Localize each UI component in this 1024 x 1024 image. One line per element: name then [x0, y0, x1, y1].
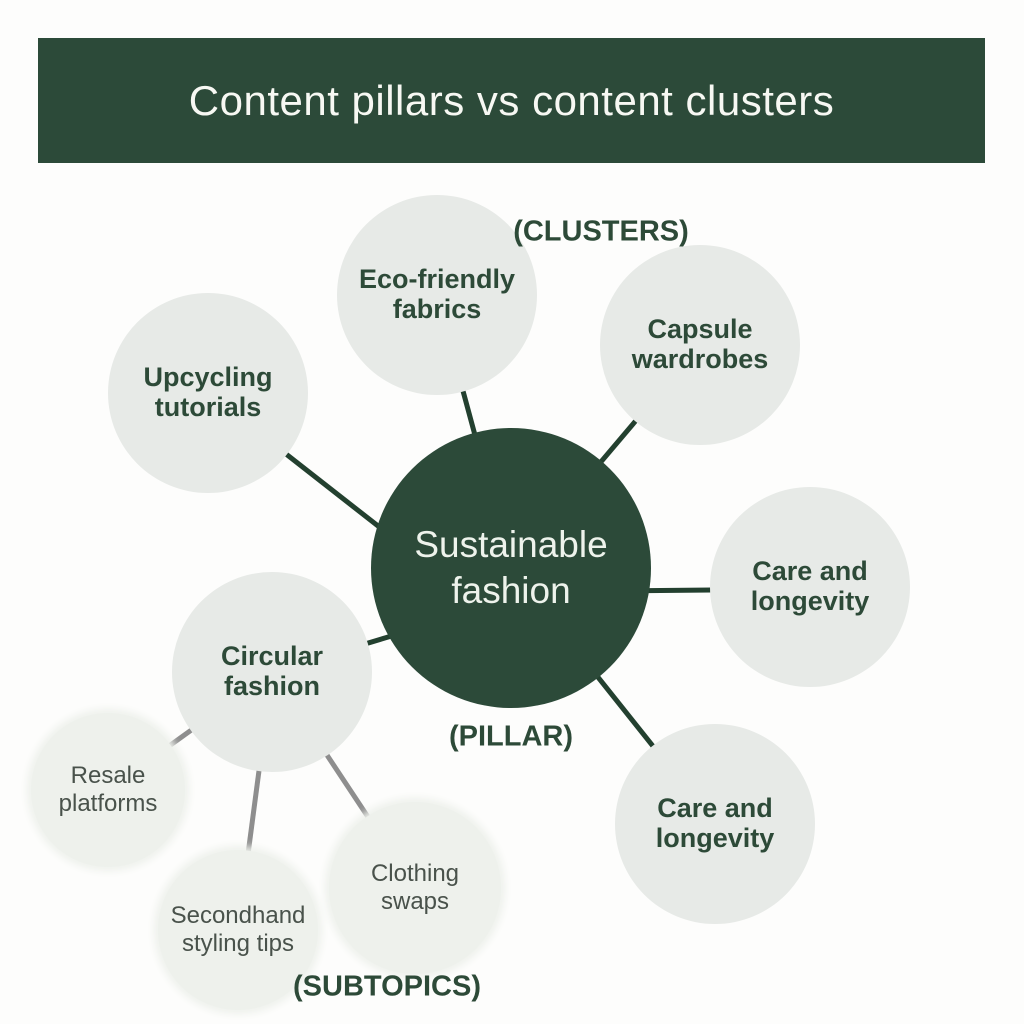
cluster-node-label: Eco-friendly fabrics — [358, 264, 516, 324]
cluster-node-care-and-longevity-bottom: Care and longevity — [615, 724, 815, 924]
subtopic-node-clothing-swaps: Clothing swaps — [329, 802, 501, 974]
subtopic-node-resale-platforms: Resale platforms — [31, 713, 185, 867]
pillar-tag-label: (PILLAR) — [448, 720, 574, 753]
pillar-node-label: Sustainable fashion — [414, 523, 608, 611]
subtopic-node-label: Secondhand styling tips — [170, 902, 306, 957]
subtopic-node-label: Resale platforms — [58, 762, 158, 817]
cluster-node-label: Capsule wardrobes — [631, 314, 769, 374]
cluster-node-label: Circular fashion — [220, 641, 324, 701]
cluster-node-label: Care and longevity — [750, 556, 870, 616]
clusters-tag-label: (CLUSTERS) — [513, 215, 689, 248]
cluster-node-label: Upcycling tutorials — [143, 362, 273, 422]
subtopics-tag-label: (SUBTOPICS) — [293, 970, 481, 1003]
subtopic-node-secondhand-styling-tips: Secondhand styling tips — [158, 850, 318, 1010]
cluster-node-care-and-longevity-right: Care and longevity — [710, 487, 910, 687]
cluster-node-circular-fashion: Circular fashion — [172, 572, 372, 772]
header-band: Content pillars vs content clusters — [38, 38, 985, 163]
page-title: Content pillars vs content clusters — [188, 76, 835, 124]
cluster-node-eco-friendly-fabrics: Eco-friendly fabrics — [337, 195, 537, 395]
subtopic-node-label: Clothing swaps — [370, 860, 460, 915]
cluster-node-label: Care and longevity — [655, 793, 775, 853]
cluster-node-capsule-wardrobes: Capsule wardrobes — [600, 245, 800, 445]
pillar-node-sustainable-fashion: Sustainable fashion — [371, 428, 651, 708]
cluster-node-upcycling-tutorials: Upcycling tutorials — [108, 293, 308, 493]
